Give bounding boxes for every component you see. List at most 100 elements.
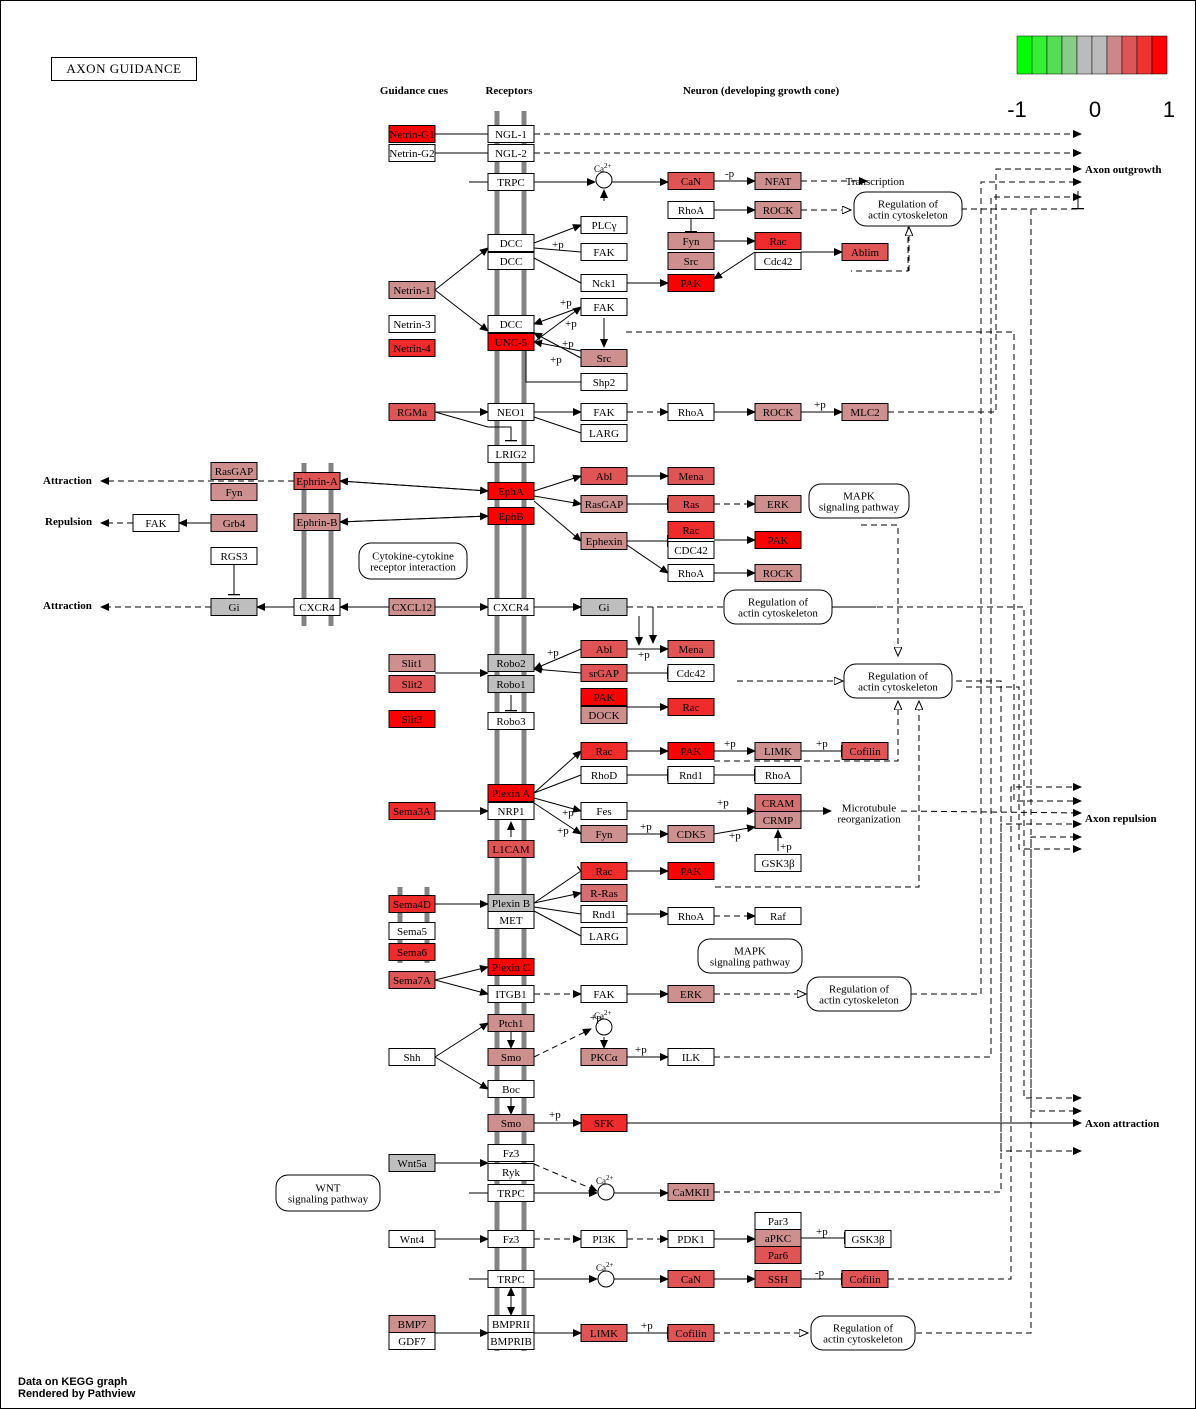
gene-nck1[interactable]: Nck1 — [580, 274, 628, 292]
gene-sema5[interactable]: Sema5 — [388, 922, 436, 940]
gene-trpc[interactable]: TRPC — [487, 173, 535, 191]
gene-pak[interactable]: PAK — [754, 531, 802, 549]
gene-sfk[interactable]: SFK — [580, 1114, 628, 1132]
gene-fak[interactable]: FAK — [580, 403, 628, 421]
gene-ptch1[interactable]: Ptch1 — [487, 1014, 535, 1032]
gene-wnt4[interactable]: Wnt4 — [388, 1230, 436, 1248]
gene-l1cam[interactable]: L1CAM — [487, 840, 535, 858]
gene-gi[interactable]: Gi — [580, 598, 628, 616]
gene-rhod[interactable]: RhoD — [580, 766, 628, 784]
gene-fak[interactable]: FAK — [132, 514, 180, 532]
gene-robo2[interactable]: Robo2 — [487, 654, 535, 672]
gene-fyn[interactable]: Fyn — [210, 483, 258, 501]
gene-unc-5[interactable]: UNC-5 — [487, 333, 535, 351]
gene-cofilin[interactable]: Cofilin — [667, 1324, 715, 1342]
gene-limk[interactable]: LIMK — [754, 742, 802, 760]
gene-cdc42[interactable]: Cdc42 — [667, 664, 715, 682]
gene-pdk1[interactable]: PDK1 — [667, 1230, 715, 1248]
gene-crmp[interactable]: CRMP — [754, 811, 802, 829]
gene-wnt5a[interactable]: Wnt5a — [388, 1154, 436, 1172]
gene-gi[interactable]: Gi — [210, 598, 258, 616]
gene-ephrin-a[interactable]: Ephrin-A — [293, 472, 341, 490]
gene-ephrin-b[interactable]: Ephrin-B — [293, 513, 341, 531]
gene-cdk5[interactable]: CDK5 — [667, 825, 715, 843]
gene-src[interactable]: Src — [667, 252, 715, 270]
gene-dcc[interactable]: DCC — [487, 252, 535, 270]
gene-rac[interactable]: Rac — [580, 742, 628, 760]
gene-rac[interactable]: Rac — [754, 232, 802, 250]
gene-raf[interactable]: Raf — [754, 907, 802, 925]
gene-nrp1[interactable]: NRP1 — [487, 802, 535, 820]
gene-netrin-3[interactable]: Netrin-3 — [388, 315, 436, 333]
gene-cxcl12[interactable]: CXCL12 — [388, 598, 436, 616]
gene-boc[interactable]: Boc — [487, 1080, 535, 1098]
gene-par3[interactable]: Par3 — [754, 1212, 802, 1230]
gene-mena[interactable]: Mena — [667, 467, 715, 485]
gene-rasgap[interactable]: RasGAP — [210, 462, 258, 480]
gene-rock[interactable]: ROCK — [754, 403, 802, 421]
gene-slit3[interactable]: Slit3 — [388, 710, 436, 728]
gene-rasgap[interactable]: RasGAP — [580, 495, 628, 513]
gene-smo[interactable]: Smo — [487, 1114, 535, 1132]
gene-smo[interactable]: Smo — [487, 1048, 535, 1066]
gene-dcc[interactable]: DCC — [487, 234, 535, 252]
gene-ephb[interactable]: EphB — [487, 507, 535, 525]
gene-netrin-g2[interactable]: Netrin-G2 — [388, 144, 436, 162]
gene-plexin-c[interactable]: Plexin C — [487, 958, 535, 976]
gene-rac[interactable]: Rac — [667, 521, 715, 539]
gene-slit1[interactable]: Slit1 — [388, 654, 436, 672]
gene-fak[interactable]: FAK — [580, 243, 628, 261]
gene-plexin-a[interactable]: Plexin A — [487, 784, 535, 802]
module-transcription[interactable]: Transcription — [846, 176, 905, 188]
gene-fz3[interactable]: Fz3 — [487, 1144, 535, 1162]
gene-cxcr4[interactable]: CXCR4 — [487, 598, 535, 616]
gene-sema6[interactable]: Sema6 — [388, 943, 436, 961]
gene-rgs3[interactable]: RGS3 — [210, 547, 258, 565]
gene-ngl-1[interactable]: NGL-1 — [487, 125, 535, 143]
gene-netrin-4[interactable]: Netrin-4 — [388, 339, 436, 357]
gene-pak[interactable]: PAK — [667, 862, 715, 880]
gene-apkc[interactable]: aPKC — [754, 1229, 802, 1247]
gene-abl[interactable]: Abl — [580, 640, 628, 658]
gene-rhoa[interactable]: RhoA — [667, 564, 715, 582]
gene-sema3a[interactable]: Sema3A — [388, 802, 436, 820]
gene-ephexin[interactable]: Ephexin — [580, 532, 628, 550]
gene-lrig2[interactable]: LRIG2 — [487, 445, 535, 463]
gene-robo1[interactable]: Robo1 — [487, 675, 535, 693]
gene-shh[interactable]: Shh — [388, 1048, 436, 1066]
gene-pak[interactable]: PAK — [667, 742, 715, 760]
gene-rnd1[interactable]: Rnd1 — [580, 905, 628, 923]
gene-pkc[interactable]: PKCα — [580, 1048, 628, 1066]
gene-erk[interactable]: ERK — [754, 495, 802, 513]
gene-erk[interactable]: ERK — [667, 985, 715, 1003]
gene-met[interactable]: MET — [487, 911, 535, 929]
gene-neo1[interactable]: NEO1 — [487, 403, 535, 421]
gene-plc[interactable]: PLCγ — [580, 216, 628, 234]
gene-rac[interactable]: Rac — [580, 862, 628, 880]
gene-rock[interactable]: ROCK — [754, 564, 802, 582]
gene-nfat[interactable]: NFAT — [754, 172, 802, 190]
gene-can[interactable]: CaN — [667, 172, 715, 190]
gene-cxcr4[interactable]: CXCR4 — [293, 598, 341, 616]
gene-ngl-2[interactable]: NGL-2 — [487, 144, 535, 162]
gene-gsk3[interactable]: GSK3β — [844, 1230, 892, 1248]
gene-trpc[interactable]: TRPC — [487, 1184, 535, 1202]
gene-src[interactable]: Src — [580, 349, 628, 367]
gene-fak[interactable]: FAK — [580, 298, 628, 316]
gene-rhoa[interactable]: RhoA — [667, 201, 715, 219]
gene-bmprib[interactable]: BMPRIB — [487, 1332, 535, 1350]
gene-fz3[interactable]: Fz3 — [487, 1230, 535, 1248]
gene-camkii[interactable]: CaMKII — [667, 1183, 715, 1201]
gene-rhoa[interactable]: RhoA — [667, 907, 715, 925]
gene-bmp7[interactable]: BMP7 — [388, 1315, 436, 1333]
gene-gdf7[interactable]: GDF7 — [388, 1332, 436, 1350]
gene-rac[interactable]: Rac — [667, 698, 715, 716]
gene-shp2[interactable]: Shp2 — [580, 373, 628, 391]
gene-mena[interactable]: Mena — [667, 640, 715, 658]
gene-grb4[interactable]: Grb4 — [210, 514, 258, 532]
gene-pi3k[interactable]: PI3K — [580, 1230, 628, 1248]
